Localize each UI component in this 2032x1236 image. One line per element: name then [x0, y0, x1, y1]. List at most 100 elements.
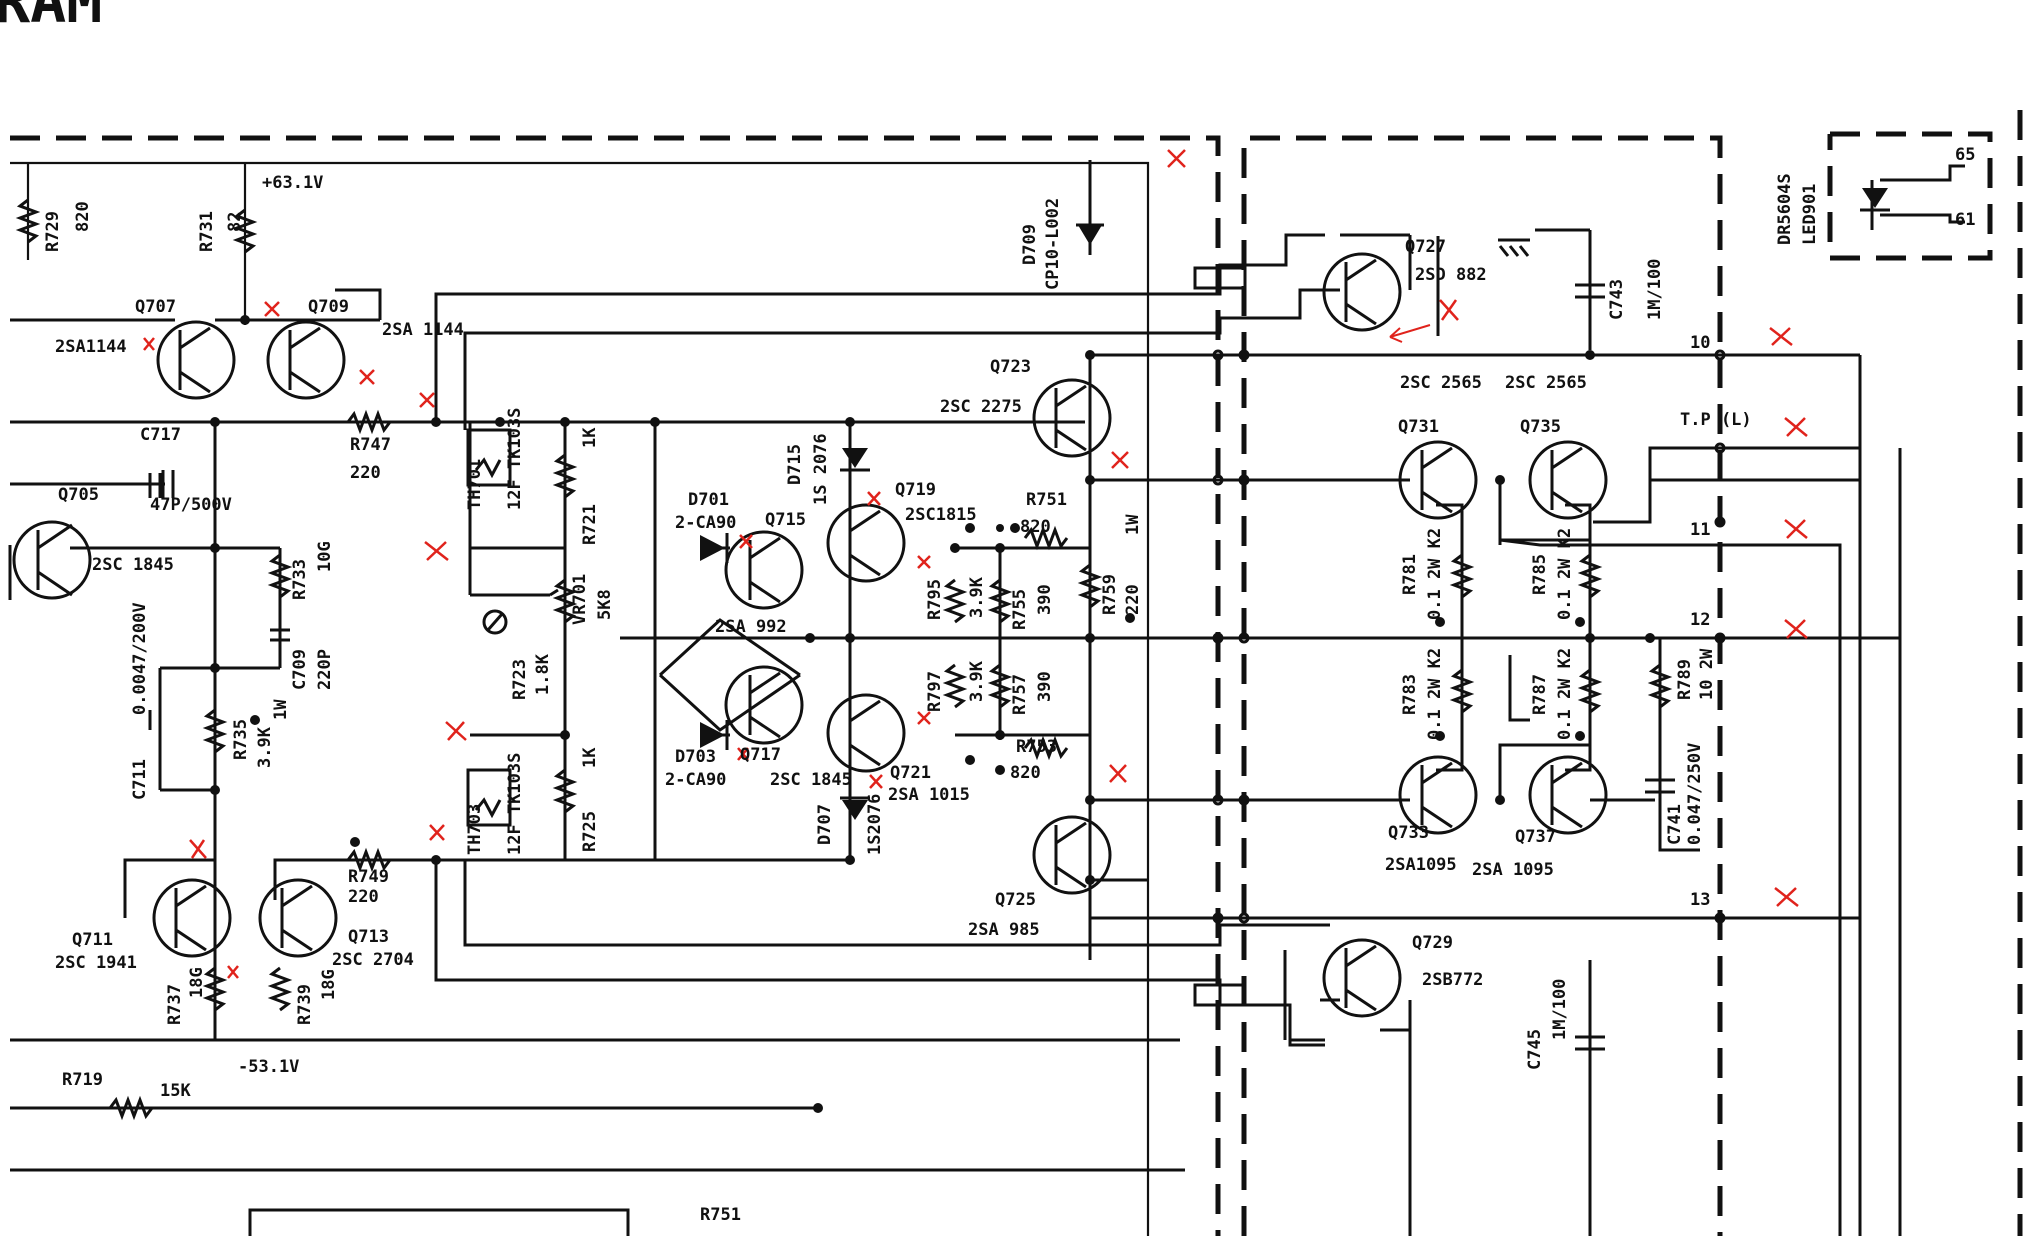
- r795-label: R795 3.9K: [925, 576, 987, 620]
- r759-label: R759 220 1W: [1100, 514, 1143, 615]
- pin-13: 13: [1690, 890, 1710, 910]
- svg-text:5K8: 5K8: [595, 589, 615, 620]
- r753-label: R753 820: [1010, 737, 1057, 783]
- resistor-symbols: [15, 198, 1673, 1121]
- q719-ref: Q719: [895, 480, 936, 500]
- q707-ref: Q707: [135, 297, 176, 317]
- svg-text:R797: R797: [925, 671, 945, 712]
- svg-text:DR5604S: DR5604S: [1775, 173, 1795, 245]
- q723-ref: Q723: [990, 357, 1031, 377]
- svg-text:CP10-L002: CP10-L002: [1043, 198, 1063, 290]
- r735-label: R735 3.9K 1W: [231, 699, 291, 768]
- pin-65: 65: [1955, 145, 1975, 165]
- svg-text:TH703: TH703: [465, 804, 485, 855]
- r755-label: R755 390: [1010, 584, 1055, 630]
- boundary-terminals: [1193, 238, 1726, 1007]
- pin-12: 12: [1690, 610, 1710, 630]
- svg-text:R737: R737: [165, 984, 185, 1025]
- svg-text:TH701: TH701: [465, 459, 485, 510]
- q721-type: 2SA 1015: [888, 785, 970, 805]
- svg-text:0.0047/200V: 0.0047/200V: [130, 602, 150, 715]
- r789-label: R789 10 2W: [1675, 648, 1717, 700]
- r751-bottom-label: R751: [700, 1205, 741, 1225]
- svg-text:R757: R757: [1010, 674, 1030, 715]
- r733-label: R733 10G: [290, 541, 335, 600]
- c709-label: C709 220P: [290, 649, 335, 690]
- c711-label: C711 0.0047/200V: [130, 602, 150, 800]
- svg-text:820: 820: [73, 201, 93, 232]
- svg-text:C745: C745: [1525, 1029, 1545, 1070]
- th701-label: TH701 12F TK103S: [465, 408, 525, 510]
- q729-ref: Q729: [1412, 933, 1453, 953]
- svg-text:820: 820: [1010, 763, 1041, 783]
- q717-type: 2SC 1845: [770, 770, 852, 790]
- component-labels: +63.1V -53.1V R729 820 R731 82 R747 220 …: [43, 145, 1975, 1225]
- q725-ref: Q725: [995, 890, 1036, 910]
- svg-text:1M/100: 1M/100: [1550, 979, 1570, 1040]
- q735-type: 2SC 2565: [1505, 373, 1587, 393]
- d709-label: D709 CP10-L002: [1020, 198, 1063, 290]
- q729-type: 2SB772: [1422, 970, 1483, 990]
- q713-ref: Q713: [348, 927, 389, 947]
- svg-text:1S2076: 1S2076: [865, 794, 885, 855]
- circuit-wiring: [8, 160, 1965, 1236]
- r797-label: R797 3.9K: [925, 660, 987, 712]
- rail-positive-label: +63.1V: [262, 173, 323, 193]
- r783-label: R783 0.1 2W K2: [1400, 648, 1445, 740]
- svg-text:220: 220: [1123, 584, 1143, 615]
- svg-text:3.9K: 3.9K: [967, 576, 987, 618]
- svg-text:12F TK103S: 12F TK103S: [505, 753, 525, 855]
- q709-type: 2SA 1144: [382, 320, 464, 340]
- svg-text:R721: R721: [580, 504, 600, 545]
- r719-label: R719 15K: [62, 1070, 191, 1101]
- q711-ref: Q711: [72, 930, 113, 950]
- svg-text:220P: 220P: [315, 649, 335, 690]
- q737-ref: Q737: [1515, 827, 1556, 847]
- q723-type: 2SC 2275: [940, 397, 1022, 417]
- svg-text:R781: R781: [1400, 554, 1420, 595]
- c741-label: C741 0.047/250V: [1665, 743, 1705, 845]
- svg-text:1W: 1W: [271, 699, 291, 720]
- svg-text:D709: D709: [1020, 224, 1040, 265]
- svg-text:R725: R725: [580, 811, 600, 852]
- svg-text:D707: D707: [815, 804, 835, 845]
- svg-text:D703: D703: [675, 747, 716, 767]
- th703-label: TH703 12F TK103S: [465, 753, 525, 855]
- svg-text:0.1 2W K2: 0.1 2W K2: [1555, 648, 1575, 740]
- r787-label: R787 0.1 2W K2: [1530, 648, 1575, 740]
- svg-text:0.1 2W K2: 0.1 2W K2: [1555, 528, 1575, 620]
- d715-label: D715 1S 2076: [785, 433, 831, 505]
- diode-symbols: [700, 188, 1890, 820]
- svg-text:R755: R755: [1010, 589, 1030, 630]
- r725-label: R725 1K: [580, 747, 600, 852]
- svg-text:D715: D715: [785, 444, 805, 485]
- svg-text:D701: D701: [688, 490, 729, 510]
- svg-text:220: 220: [350, 463, 381, 483]
- svg-text:R747: R747: [350, 435, 391, 455]
- svg-text:R729: R729: [43, 211, 63, 252]
- svg-text:R719: R719: [62, 1070, 103, 1090]
- transistor-symbols: [12, 252, 1608, 1018]
- q711-type: 2SC 1941: [55, 953, 137, 973]
- q725-type: 2SA 985: [968, 920, 1040, 940]
- r751-label: R751 820: [1020, 490, 1067, 537]
- svg-text:2-CA90: 2-CA90: [675, 513, 736, 533]
- c745-label: C745 1M/100: [1525, 979, 1570, 1070]
- r739-label: R739 18G: [295, 969, 339, 1025]
- r723-label: R723 1.8K: [510, 653, 553, 700]
- svg-text:1W: 1W: [1123, 514, 1143, 535]
- svg-text:R723: R723: [510, 659, 530, 700]
- svg-text:R749: R749: [348, 867, 389, 887]
- capacitor-symbols: [148, 283, 1675, 1051]
- svg-text:3.9K: 3.9K: [967, 660, 987, 702]
- svg-text:1.8K: 1.8K: [533, 653, 553, 695]
- svg-text:820: 820: [1020, 517, 1051, 537]
- svg-text:390: 390: [1035, 671, 1055, 702]
- c717-label: C717: [140, 425, 181, 445]
- svg-text:C711: C711: [130, 759, 150, 800]
- svg-text:0.047/250V: 0.047/250V: [1685, 743, 1705, 845]
- svg-text:82: 82: [225, 212, 245, 232]
- svg-text:R759: R759: [1100, 574, 1120, 615]
- red-repair-marks: [143, 149, 1808, 979]
- svg-text:R789: R789: [1675, 659, 1695, 700]
